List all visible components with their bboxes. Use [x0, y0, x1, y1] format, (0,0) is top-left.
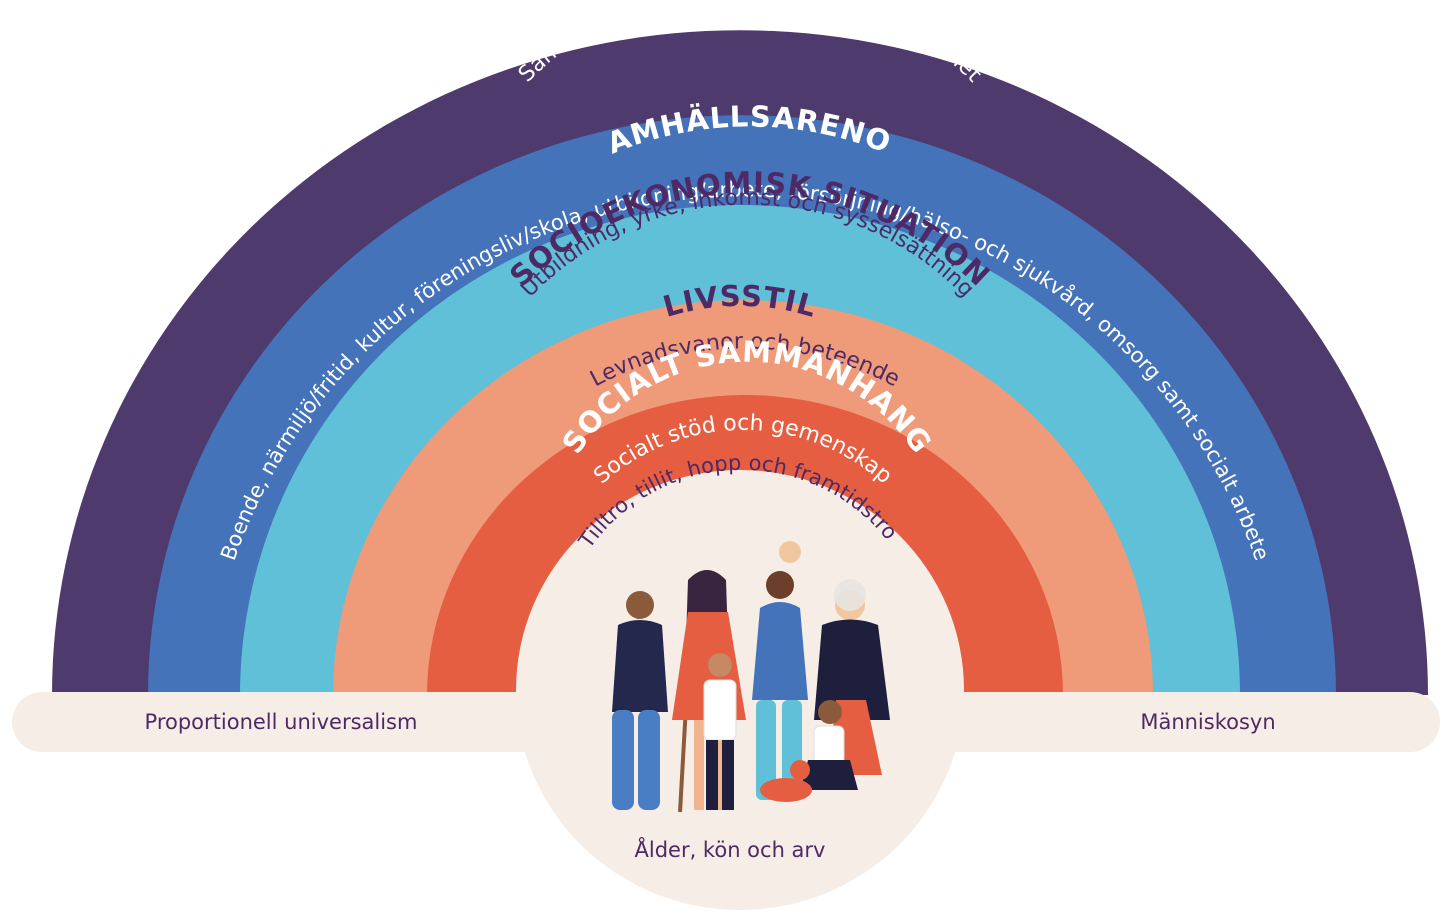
dog-figure — [760, 760, 812, 802]
grandmother-figure — [814, 579, 890, 775]
center-bottom-text: Ålder, kön och arv — [635, 836, 826, 862]
boy-figure — [703, 653, 737, 810]
family-illustration — [612, 541, 890, 813]
bar-left-label: Proportionell universalism — [145, 710, 418, 734]
girl-figure — [800, 700, 858, 790]
bar-right-label: Människosyn — [1140, 710, 1275, 734]
father-with-child-figure — [752, 541, 808, 800]
elderly-man-figure — [612, 591, 688, 813]
